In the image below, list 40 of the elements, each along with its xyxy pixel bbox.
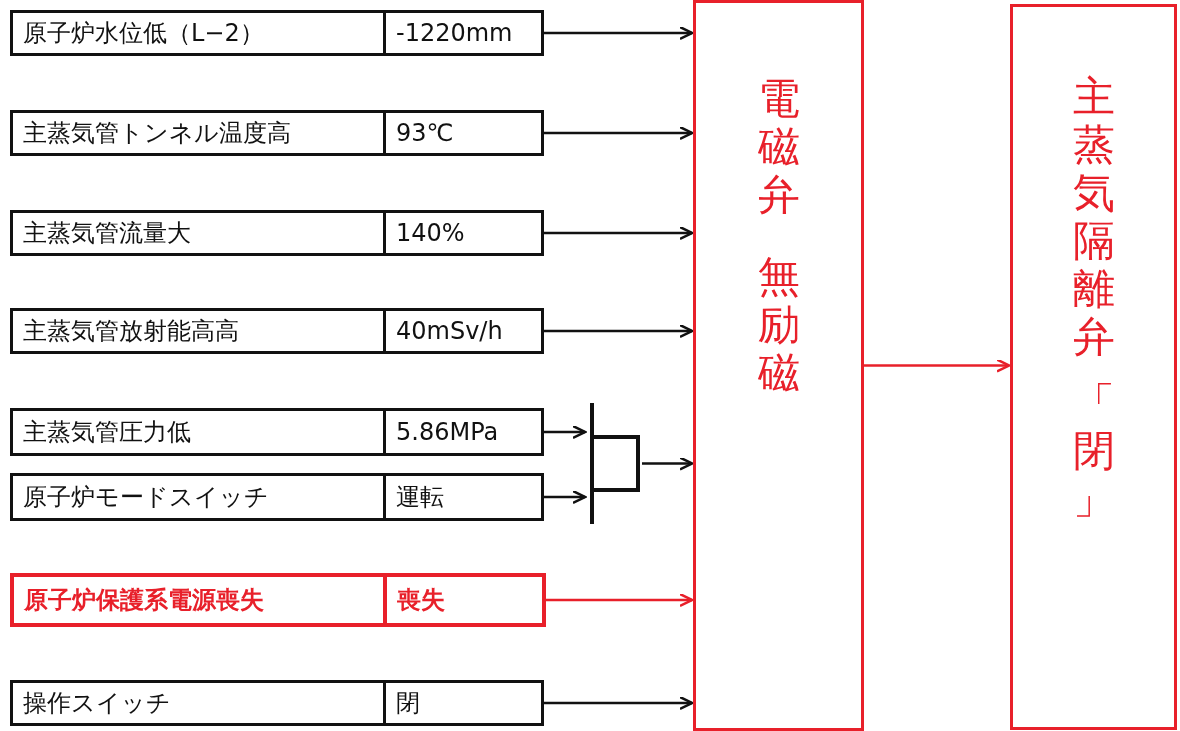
- setpoint-cell-text: 閉: [395, 688, 421, 719]
- valve-box: [693, 0, 864, 731]
- signal-row-box: [10, 473, 544, 521]
- setpoint-cell-text: 5.86MPa: [395, 417, 500, 448]
- signal-name-cell: 主蒸気管圧力低: [13, 411, 386, 453]
- arrow: [544, 695, 694, 711]
- signal-row-box: [10, 680, 544, 726]
- signal-row-box: [10, 110, 544, 156]
- signal-name-cell: 原子炉モードスイッチ: [13, 476, 386, 518]
- arrow: [544, 489, 587, 505]
- arrow: [642, 456, 694, 471]
- signal-row-box: [10, 408, 544, 456]
- signal-row-box: [10, 573, 546, 627]
- arrow: [546, 592, 694, 608]
- valve-label: 無励磁: [756, 253, 801, 397]
- signal-row-box: [10, 308, 544, 354]
- setpoint-cell-text: -1220mm: [395, 18, 514, 49]
- signal-name-cell: 原子炉水位低（L−2）: [13, 13, 386, 53]
- arrow: [544, 25, 694, 41]
- arrow: [544, 323, 694, 339]
- setpoint-cell-text: 喪失: [396, 585, 446, 616]
- signal-row-box: [10, 210, 544, 256]
- signal-row-box: [10, 10, 544, 56]
- valve-label: 「閉」: [1071, 379, 1116, 523]
- signal-name-cell: 主蒸気管トンネル温度高: [13, 113, 386, 153]
- valve-label: 電磁弁: [756, 75, 801, 219]
- signal-name-cell: 主蒸気管流量大: [13, 213, 386, 253]
- setpoint-cell-text: 40mSv/h: [395, 316, 504, 347]
- arrow: [544, 225, 694, 241]
- setpoint-cell-text: 140%: [395, 218, 466, 249]
- signal-name-cell: 主蒸気管放射能高高: [13, 311, 386, 351]
- setpoint-cell-text: 運転: [395, 482, 445, 513]
- signal-name-cell: 操作スイッチ: [13, 683, 386, 723]
- arrow: [544, 424, 587, 440]
- valve-label: 主蒸気隔離弁: [1071, 73, 1116, 361]
- arrow: [864, 358, 1011, 373]
- valve-box: [1010, 4, 1177, 730]
- arrow: [544, 125, 694, 141]
- signal-name-cell: 原子炉保護系電源喪失: [14, 577, 387, 623]
- setpoint-cell-text: 93℃: [395, 118, 455, 149]
